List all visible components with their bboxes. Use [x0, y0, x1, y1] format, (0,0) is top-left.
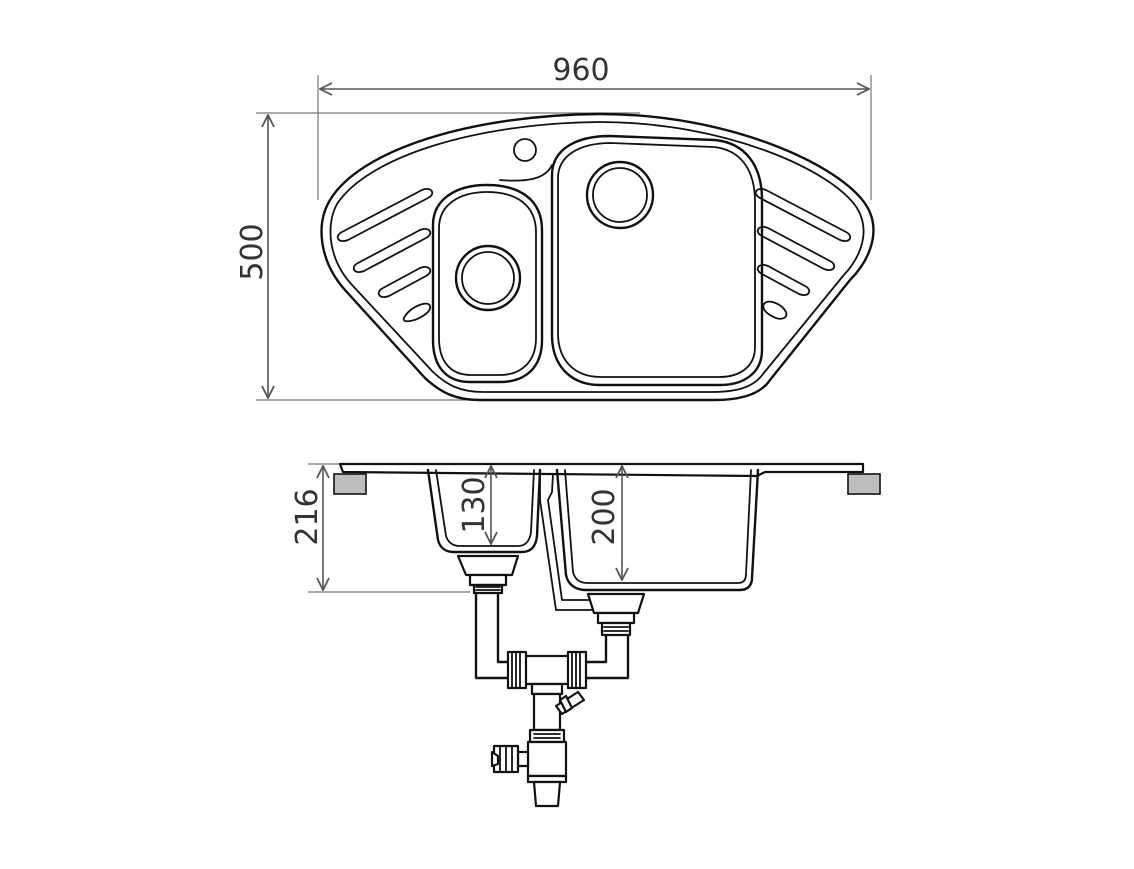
large-bowl-drain-inner: [592, 167, 648, 223]
small-bowl-drain-inner: [461, 251, 515, 305]
right-mounting-clip: [847, 473, 881, 495]
small-bowl-depth-label: 130: [457, 476, 492, 533]
left-mounting-clip: [333, 473, 367, 495]
large-bowl-drain-assembly: [582, 592, 646, 680]
small-bowl-drain-assembly: [456, 554, 520, 680]
down-pipe: [528, 690, 586, 744]
width-label: 960: [552, 53, 609, 88]
large-bowl-drain-outer: [585, 160, 655, 230]
total-height-label: 216: [290, 488, 325, 545]
right-drainer-grooves: [754, 188, 852, 320]
t-junction: [506, 650, 588, 696]
bowl-divider-curve: [499, 164, 553, 182]
small-bowl-drain-outer: [454, 244, 522, 312]
faucet-hole: [513, 138, 537, 162]
small-bowl-profile: [426, 468, 542, 554]
large-bowl-outline: [550, 134, 764, 387]
left-drainer-grooves: [336, 188, 434, 323]
large-bowl-inner: [557, 142, 756, 378]
sink-rim-profile: [338, 462, 865, 478]
large-bowl-profile: [555, 468, 760, 592]
top-view: 960 500: [235, 53, 875, 402]
sink-inner-rim: [329, 121, 865, 393]
overflow-pipe: [539, 473, 599, 611]
depth-label: 500: [235, 223, 270, 280]
small-bowl-inner: [438, 191, 537, 376]
siphon-body: [490, 740, 568, 808]
side-view: 216 130 200: [290, 462, 881, 808]
small-bowl-outline: [431, 183, 544, 384]
large-bowl-depth-label: 200: [587, 488, 622, 545]
sink-outer-outline: [320, 112, 875, 402]
